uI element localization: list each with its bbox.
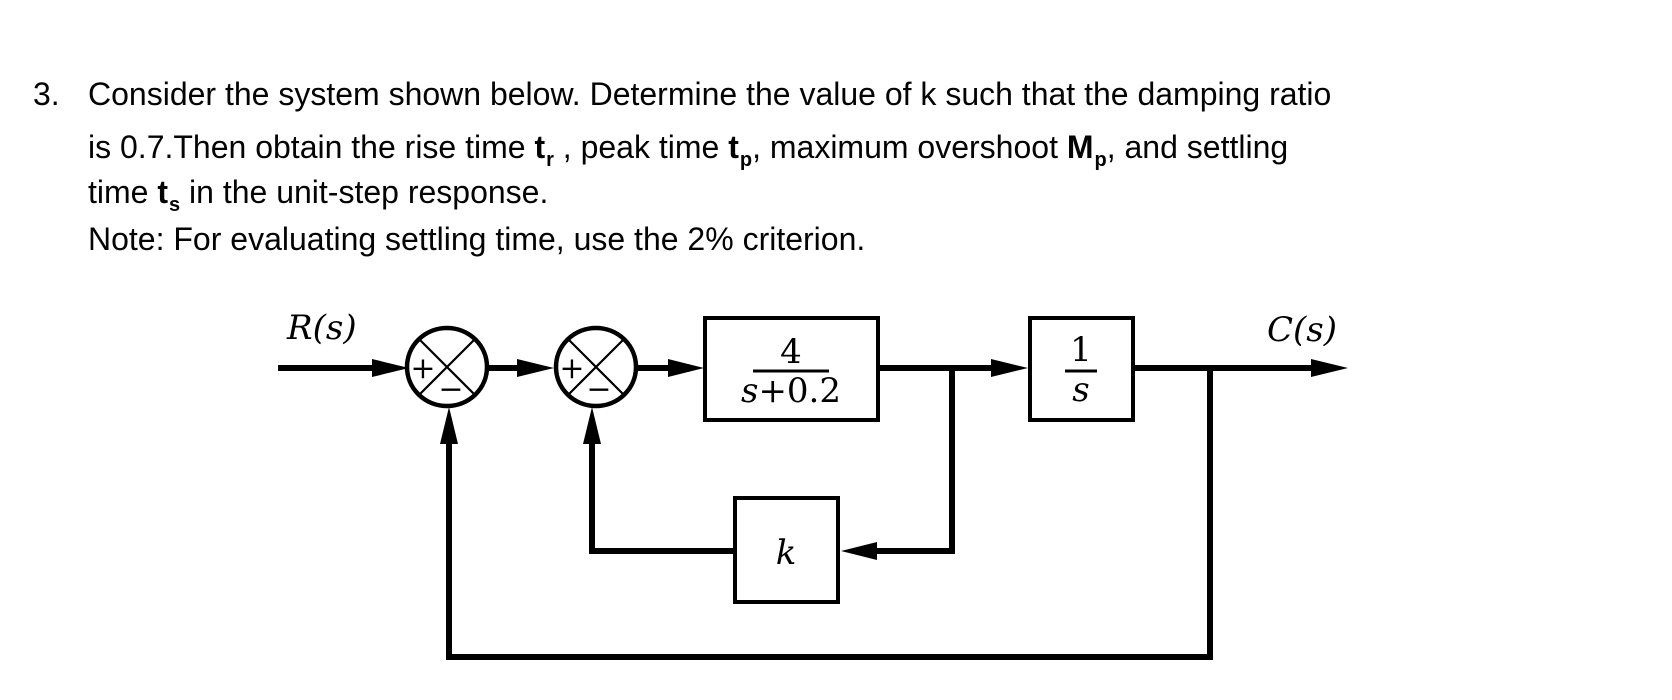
problem-number: 3. [33, 76, 60, 112]
summer1-feedback-arrowhead-icon [440, 407, 458, 444]
summer2-feedback-arrowhead-icon [583, 407, 601, 444]
summer2-minus-sign: − [586, 372, 611, 407]
overshoot-symbol: M [1066, 129, 1094, 165]
summing-junction-2: + − [553, 325, 639, 409]
settling-time-subscript: s [169, 194, 181, 216]
plant-denominator: s+0.2 [741, 371, 841, 411]
gain-input-arrowhead-icon [841, 542, 877, 560]
integrator-block: 1 s [1028, 316, 1135, 422]
integrator-input-arrowhead-icon [991, 359, 1028, 377]
inner-feedback-line-right [874, 365, 955, 554]
gain-label: k [776, 533, 797, 573]
summer2-cross-line-2 [567, 338, 625, 396]
input-arrowhead-icon [372, 359, 409, 377]
peak-time-symbol: t [728, 129, 739, 165]
summer1-minus-sign: − [438, 372, 463, 407]
problem-line-2: is 0.7.Then obtain the rise time tr , pe… [88, 129, 1289, 171]
overshoot-subscript: p [1094, 149, 1107, 171]
integrator-denominator: s [1072, 370, 1089, 410]
line2-text-2: , peak time [553, 129, 729, 165]
line2-text-3: , maximum overshoot [752, 129, 1067, 165]
plant-numerator: 4 [780, 332, 802, 372]
line2-text-1: is 0.7.Then obtain the rise time [88, 129, 535, 165]
problem-line-3: time ts in the unit-step response. [88, 174, 549, 216]
input-signal-label: R(s) [286, 308, 357, 348]
summing-junction-1: + − [404, 325, 490, 409]
line3-text-1: time [88, 174, 158, 210]
rise-time-symbol: t [534, 129, 546, 165]
inner-feedback-line-left [589, 442, 735, 554]
summer1-plus-sign: + [410, 351, 435, 386]
summer1-cross-line-2 [418, 338, 476, 396]
plant-denominator-var: s [741, 371, 758, 411]
plant-denominator-rest: +0.2 [758, 371, 841, 411]
gain-block: k [733, 496, 840, 604]
problem-line-1: Consider the system shown below. Determi… [88, 76, 1332, 112]
integrator-numerator: 1 [1070, 330, 1092, 370]
output-arrowhead-icon [1311, 359, 1348, 377]
plant-input-arrowhead-icon [668, 359, 704, 377]
peak-time-subscript: p [739, 149, 753, 171]
outer-feedback-line [446, 365, 1213, 660]
summer2-input-arrowhead-icon [517, 359, 554, 377]
plant-block: 4 s+0.2 [703, 316, 880, 422]
output-signal-label: C(s) [1267, 310, 1337, 350]
line2-text-4: , and settling [1106, 129, 1289, 165]
settling-time-symbol: t [157, 174, 168, 210]
rise-time-subscript: r [546, 149, 554, 171]
summer2-plus-sign: + [559, 351, 584, 386]
line3-text-2: in the unit-step response. [180, 174, 549, 210]
problem-note-line: Note: For evaluating settling time, use … [88, 221, 866, 257]
